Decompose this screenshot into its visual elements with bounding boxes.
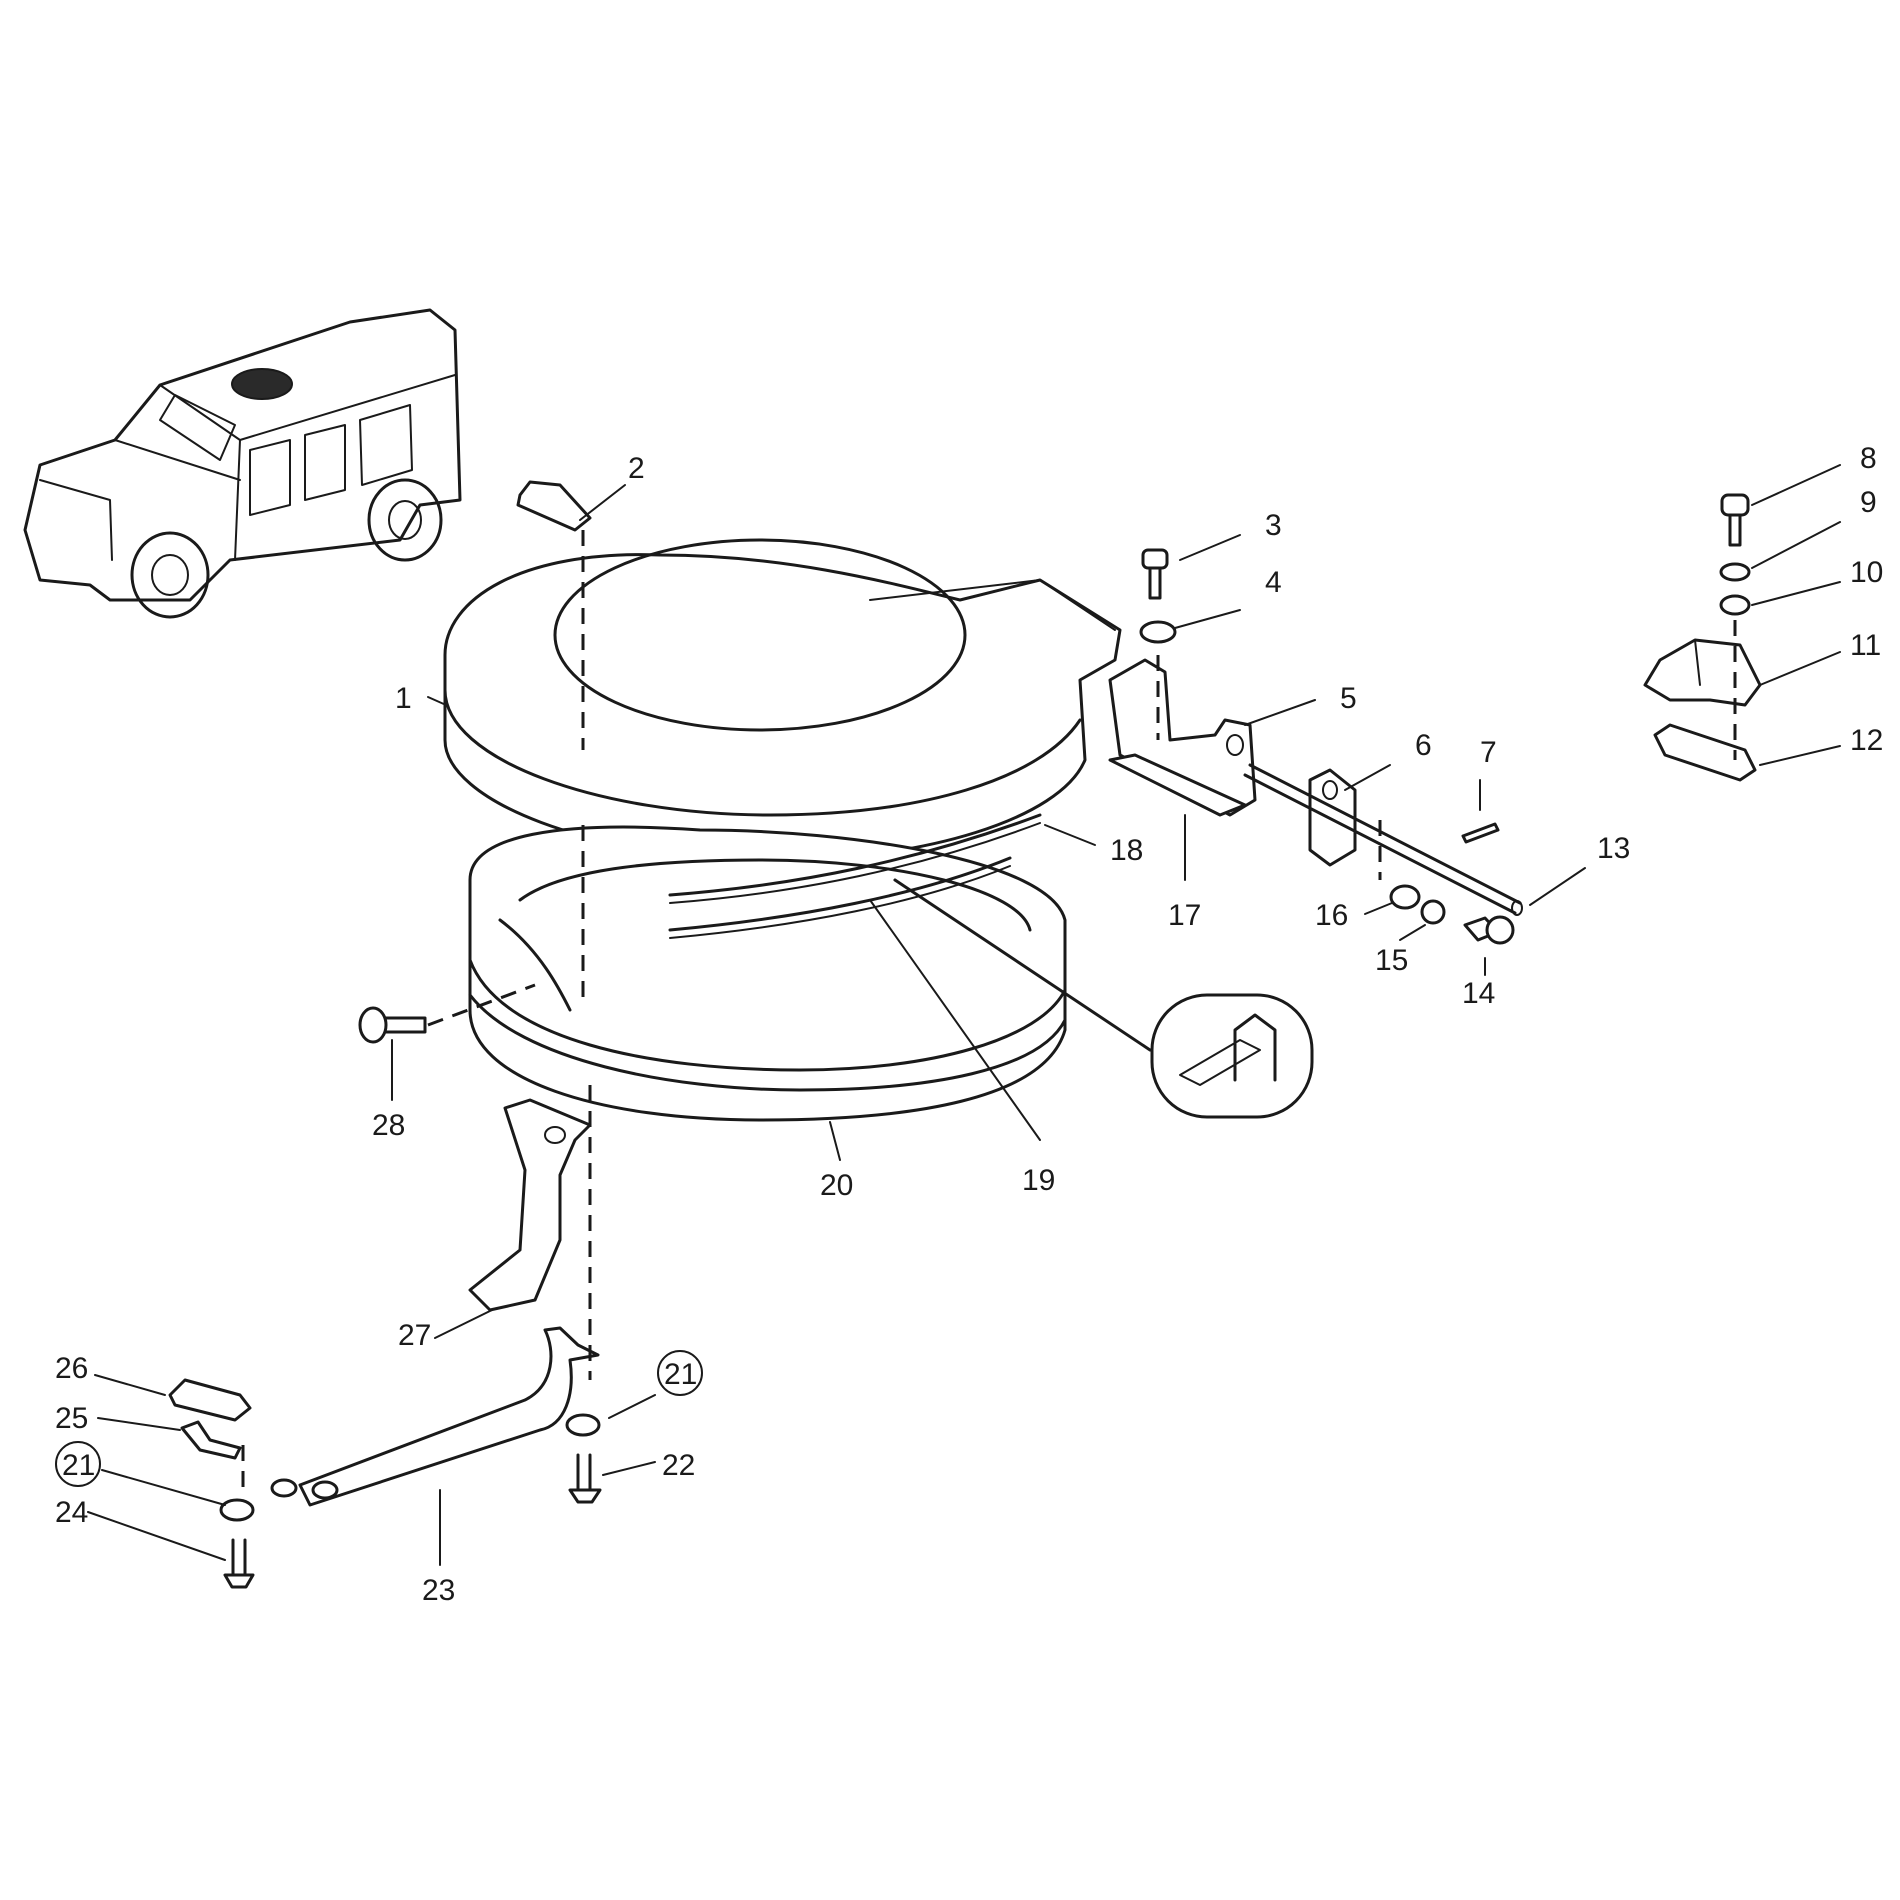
part-12-pad [1653, 723, 1757, 782]
part-21-lock-washer-right [565, 1413, 601, 1437]
label-26: 26 [55, 1352, 88, 1385]
part-9-lock-washer [1719, 562, 1751, 582]
part-21-lock-washer-left [219, 1498, 255, 1522]
part-25-clip [180, 1420, 242, 1460]
label-1: 1 [395, 682, 412, 715]
label-8: 8 [1860, 442, 1877, 475]
label-6: 6 [1415, 729, 1432, 762]
label-2: 2 [628, 452, 645, 485]
label-22: 22 [662, 1449, 695, 1482]
part-2-clip [516, 480, 592, 532]
label-7: 7 [1480, 736, 1497, 769]
part-20-tire [468, 825, 1067, 1122]
part-10-washer [1719, 594, 1751, 616]
part-23-bracket [270, 1326, 600, 1507]
label-4: 4 [1265, 566, 1282, 599]
vehicle-thumbnail [23, 308, 462, 619]
label-27: 27 [398, 1319, 431, 1352]
axis-line-28 [427, 983, 536, 1027]
part-8-screw [1720, 493, 1750, 547]
label-ring-21-left [55, 1441, 101, 1487]
label-21-right: 21 [664, 1358, 697, 1391]
part-26-plate [168, 1378, 252, 1422]
label-15: 15 [1375, 944, 1408, 977]
label-14: 14 [1462, 977, 1495, 1010]
label-17: 17 [1168, 899, 1201, 932]
part-17-pad [1108, 753, 1247, 817]
part-18-trim-strip [668, 813, 1042, 904]
callout-leader [893, 878, 1152, 1052]
label-23: 23 [422, 1574, 455, 1607]
part-4-washer [1139, 620, 1177, 644]
part-6-plate [1308, 768, 1357, 867]
label-20: 20 [820, 1169, 853, 1202]
part-7-pin [1461, 822, 1500, 844]
part-22-screw [568, 1453, 602, 1504]
part-14-bolt [1463, 915, 1515, 945]
part-13-rod [1243, 763, 1523, 916]
label-13: 13 [1597, 832, 1630, 865]
label-12: 12 [1850, 724, 1883, 757]
part-1-wheel-cover [443, 538, 1122, 862]
label-11: 11 [1850, 629, 1881, 662]
part-3-bolt [1141, 548, 1169, 600]
label-21-left: 21 [62, 1449, 95, 1482]
label-18: 18 [1110, 834, 1143, 867]
label-5: 5 [1340, 682, 1357, 715]
label-24: 24 [55, 1496, 88, 1529]
part-11-latch [1643, 638, 1762, 707]
label-9: 9 [1860, 486, 1877, 519]
part-19-trim-strip [668, 856, 1012, 939]
trim-profile-detail [1150, 993, 1314, 1119]
label-ring-21-right [657, 1350, 703, 1396]
label-3: 3 [1265, 509, 1282, 542]
label-19: 19 [1022, 1164, 1055, 1197]
part-28-screw [358, 1006, 427, 1044]
label-16: 16 [1315, 899, 1348, 932]
part-16-washer [1389, 884, 1421, 910]
part-24-screw [223, 1538, 255, 1589]
label-10: 10 [1850, 556, 1883, 589]
label-25: 25 [55, 1402, 88, 1435]
part-27-strap [468, 1098, 592, 1312]
part-15-nut [1420, 899, 1446, 925]
label-28: 28 [372, 1109, 405, 1142]
leader-lines [87, 464, 1841, 1566]
